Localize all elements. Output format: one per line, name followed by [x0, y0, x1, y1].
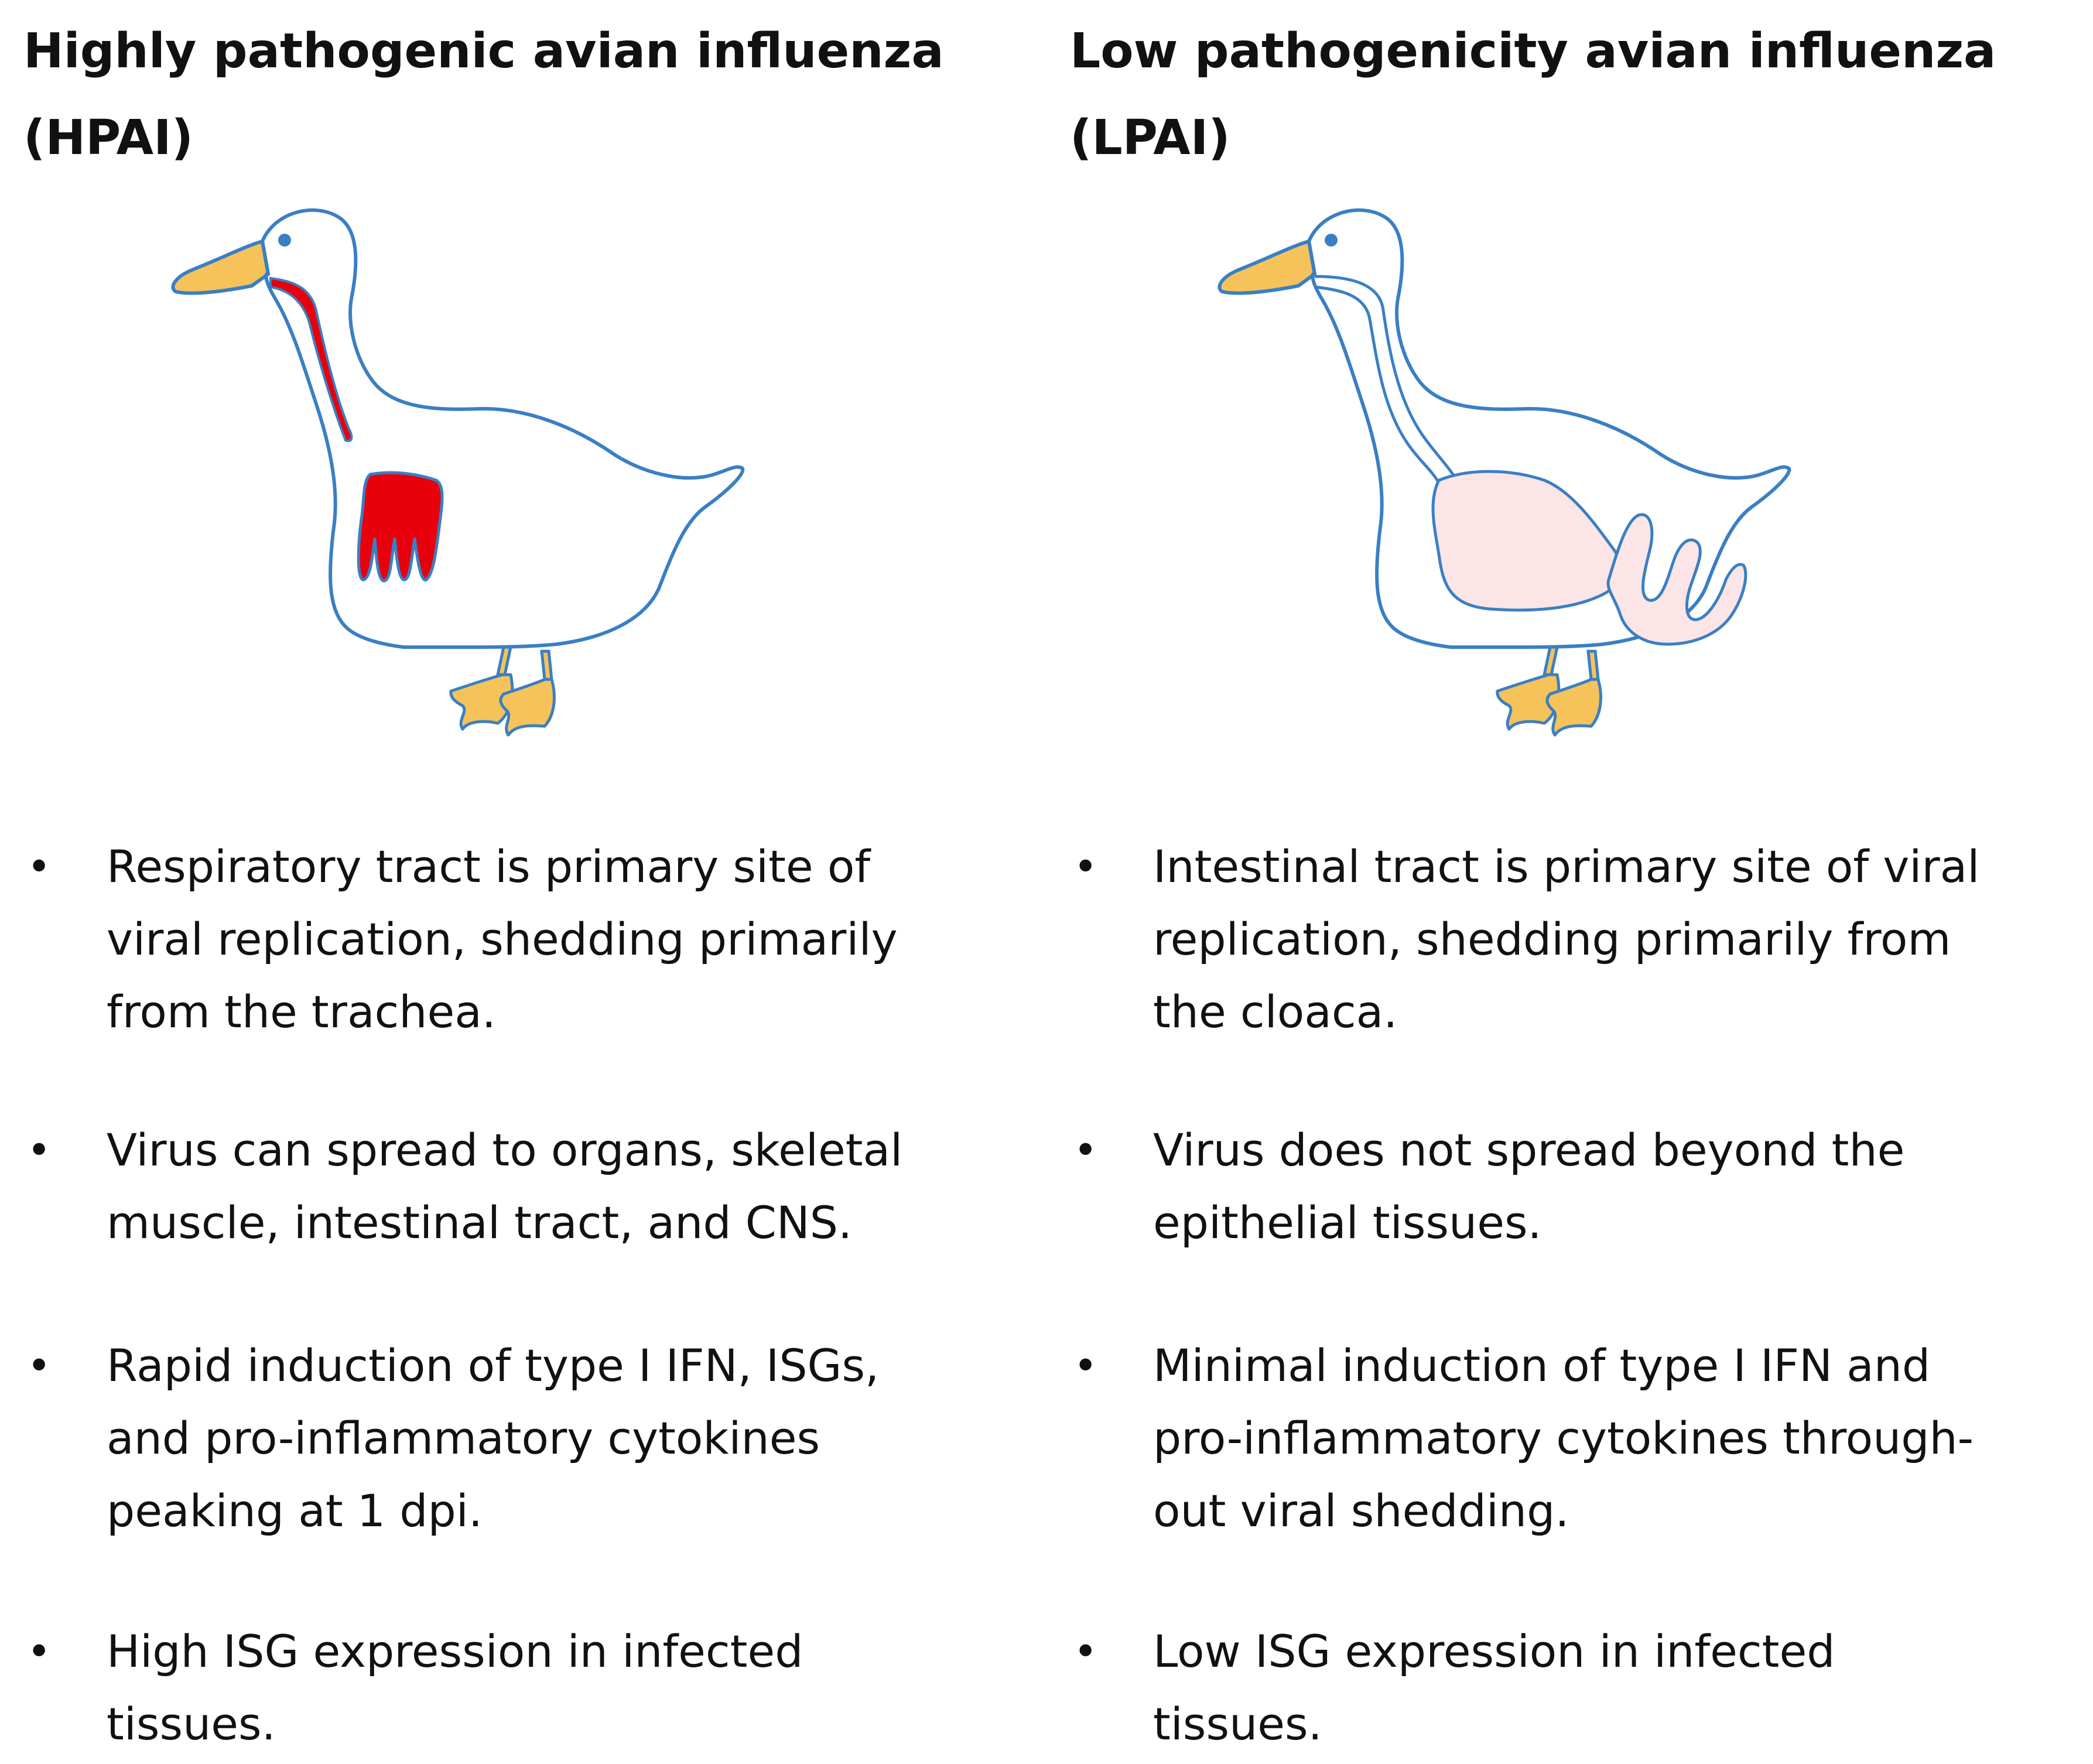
foot-back	[449, 673, 514, 731]
duck-intestinal-tract-icon	[1218, 208, 1791, 737]
bullet-dot: •	[1073, 1342, 1098, 1390]
bullet-dot: •	[27, 843, 52, 891]
duck-body-outline	[261, 208, 745, 649]
bullet-text: Virus does not spread beyond the epithel…	[1153, 1124, 1905, 1249]
bullet-text: Rapid induction of type I IFN, ISGs, and…	[107, 1339, 880, 1537]
stomach-infected	[1431, 470, 1622, 612]
bullet-text: Intestinal tract is primary site of vira…	[1153, 840, 1980, 1038]
leg-back	[1542, 645, 1560, 676]
eye	[1325, 234, 1338, 247]
lungs-infected	[357, 471, 444, 583]
leg-front	[1586, 649, 1600, 681]
foot-front	[1545, 678, 1602, 737]
foot-back	[1496, 673, 1561, 731]
beak	[1218, 240, 1316, 295]
duck-respiratory-tract-icon	[171, 208, 745, 737]
bullet-dot: •	[27, 1342, 52, 1390]
beak	[171, 240, 270, 295]
eye	[278, 234, 291, 247]
bullet-dot: •	[1073, 843, 1098, 891]
bullet-dot: •	[1073, 1126, 1098, 1174]
hpai-panel: Highly pathogenic avian influenza (HPAI)…	[0, 0, 1046, 1764]
lpai-panel: Low pathogenicity avian influenza (LPAI)…	[1046, 0, 2093, 1764]
bullet-text: Virus can spread to organs, skeletal mus…	[107, 1124, 903, 1249]
bullet-dot: •	[27, 1628, 52, 1676]
leg-front	[540, 649, 553, 681]
trachea-infected	[269, 276, 353, 442]
bullet-text: Respiratory tract is primary site of vir…	[107, 840, 898, 1038]
bullet-dot: •	[1073, 1628, 1098, 1676]
hpai-title: Highly pathogenic avian influenza (HPAI)	[23, 23, 944, 166]
leg-back	[495, 645, 513, 676]
bullet-text: Minimal induction of type I IFN and pro-…	[1153, 1339, 1974, 1537]
esophagus	[1314, 275, 1458, 484]
lpai-title: Low pathogenicity avian influenza (LPAI)	[1070, 23, 1996, 166]
bullet-dot: •	[27, 1126, 52, 1174]
duck-body-outline	[1307, 208, 1791, 649]
intestine-infected	[1606, 513, 1747, 646]
bullet-text: Low ISG expression in infected tissues.	[1153, 1625, 1835, 1750]
bullet-text: High ISG expression in infected tissues.	[107, 1625, 803, 1750]
foot-front	[499, 678, 556, 737]
